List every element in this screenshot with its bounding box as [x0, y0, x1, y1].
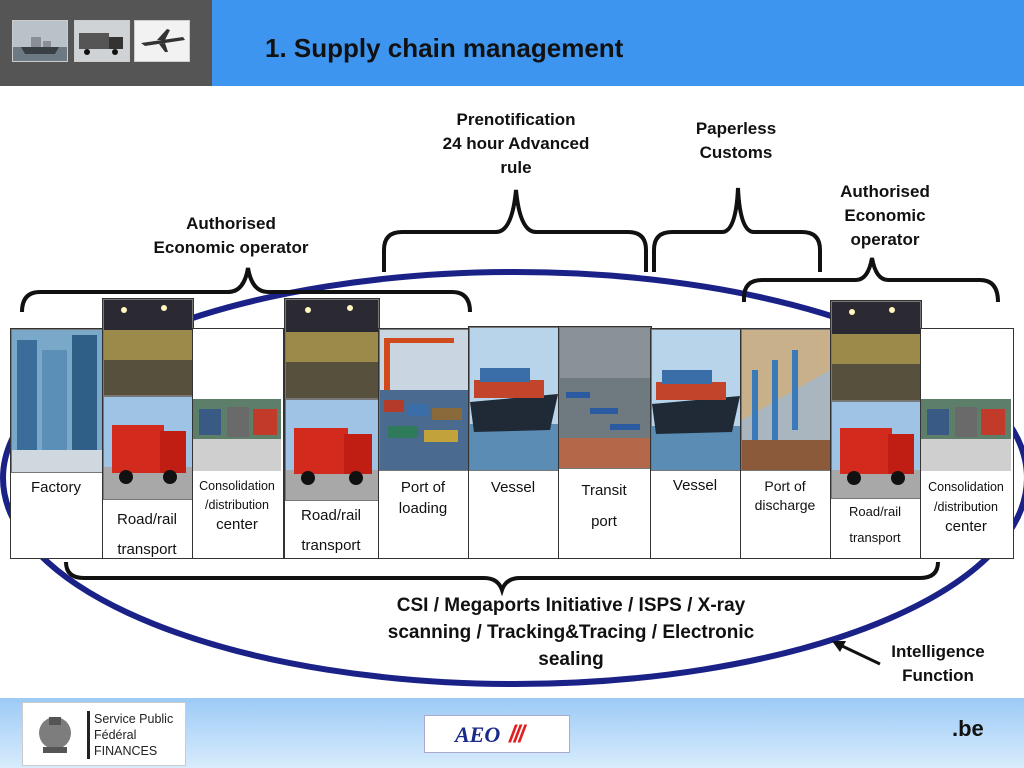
brace-aeo-left [20, 267, 472, 313]
truck-photo [103, 396, 193, 500]
finances-logo-text: Service Public Fédéral FINANCES [87, 711, 173, 759]
vessel-photo-2 [651, 329, 741, 471]
finances-logo: Service Public Fédéral FINANCES [22, 702, 186, 766]
vessel-1-label: Vessel [490, 479, 536, 496]
road-rail-2-label: Road/rail transport [300, 507, 362, 554]
bottom-measures-label: CSI / Megaports Initiative / ISPS / X-ra… [387, 595, 755, 670]
prenotification-label: Prenotification 24 hour Advanced rule [442, 110, 590, 177]
brace-prenotification [382, 189, 648, 272]
coat-of-arms-icon [29, 711, 81, 757]
vessel-2-box: Vessel [650, 328, 742, 559]
brace-bottom [64, 561, 940, 597]
train-photo-3 [831, 301, 921, 401]
consolidation-2-box: Consolidation /distribution center [920, 328, 1014, 559]
road-rail-1-box: Road/rail transport [102, 298, 194, 559]
port-loading-box: Port of loading [378, 328, 470, 559]
transit-port-label: Transit port [581, 482, 627, 530]
truck-thumbnail [74, 20, 130, 62]
aeo-left-label: Authorised Economic operator [153, 214, 309, 257]
be-logo: .be [952, 716, 984, 741]
aeo-right-label: Authorised Economic operator [840, 182, 930, 249]
train-photo [103, 299, 193, 396]
aeo-logo: AEO /// [424, 715, 570, 753]
transit-port-photo [559, 327, 651, 469]
port-loading-photo [379, 329, 469, 471]
diagram-lines [0, 187, 1024, 687]
truck-photo-3 [831, 401, 921, 499]
factory-label: Factory [30, 479, 81, 496]
intelligence-arrow [839, 643, 881, 666]
brace-aeo-right [742, 257, 1000, 303]
vessel-2-label: Vessel [672, 477, 718, 494]
road-rail-3-label: Road/rail transport [848, 504, 902, 545]
port-discharge-box: Port of discharge [740, 328, 832, 559]
port-discharge-photo [741, 329, 831, 471]
road-rail-1-label: Road/rail transport [116, 511, 178, 558]
port-loading-label: Port of loading [398, 479, 448, 517]
aeo-logo-mark: /// [509, 721, 525, 748]
vessel-photo [469, 327, 559, 471]
port-discharge-label: Port of discharge [754, 478, 816, 513]
intelligence-ellipse [0, 269, 1024, 687]
road-rail-3-box: Road/rail transport [830, 300, 922, 559]
warehouse-photo [193, 329, 281, 471]
intelligence-function-label: Intelligence Function [891, 642, 985, 685]
road-rail-2-box: Road/rail transport [284, 298, 380, 559]
page-title: 1. Supply chain management [265, 33, 624, 63]
consolidation-1-label: Consolidation /distribution center [199, 479, 275, 533]
truck-photo-2 [285, 399, 379, 501]
vessel-1-box: Vessel [468, 326, 560, 559]
train-photo-2 [285, 299, 379, 399]
factory-box: Factory [10, 328, 104, 559]
warehouse-photo-2 [921, 329, 1011, 471]
consolidation-2-label: Consolidation /distribution center [928, 480, 1004, 535]
airplane-thumbnail [134, 20, 190, 62]
factory-photo [11, 329, 103, 473]
header-thumbnail-panel [0, 0, 212, 86]
ship-thumbnail [12, 20, 68, 62]
transit-port-box: Transit port [558, 326, 652, 559]
consolidation-1-box: Consolidation /distribution center [192, 328, 284, 559]
brace-paperless [652, 187, 822, 272]
paperless-customs-label: Paperless Customs [695, 119, 777, 162]
aeo-logo-text: AEO [455, 722, 501, 747]
